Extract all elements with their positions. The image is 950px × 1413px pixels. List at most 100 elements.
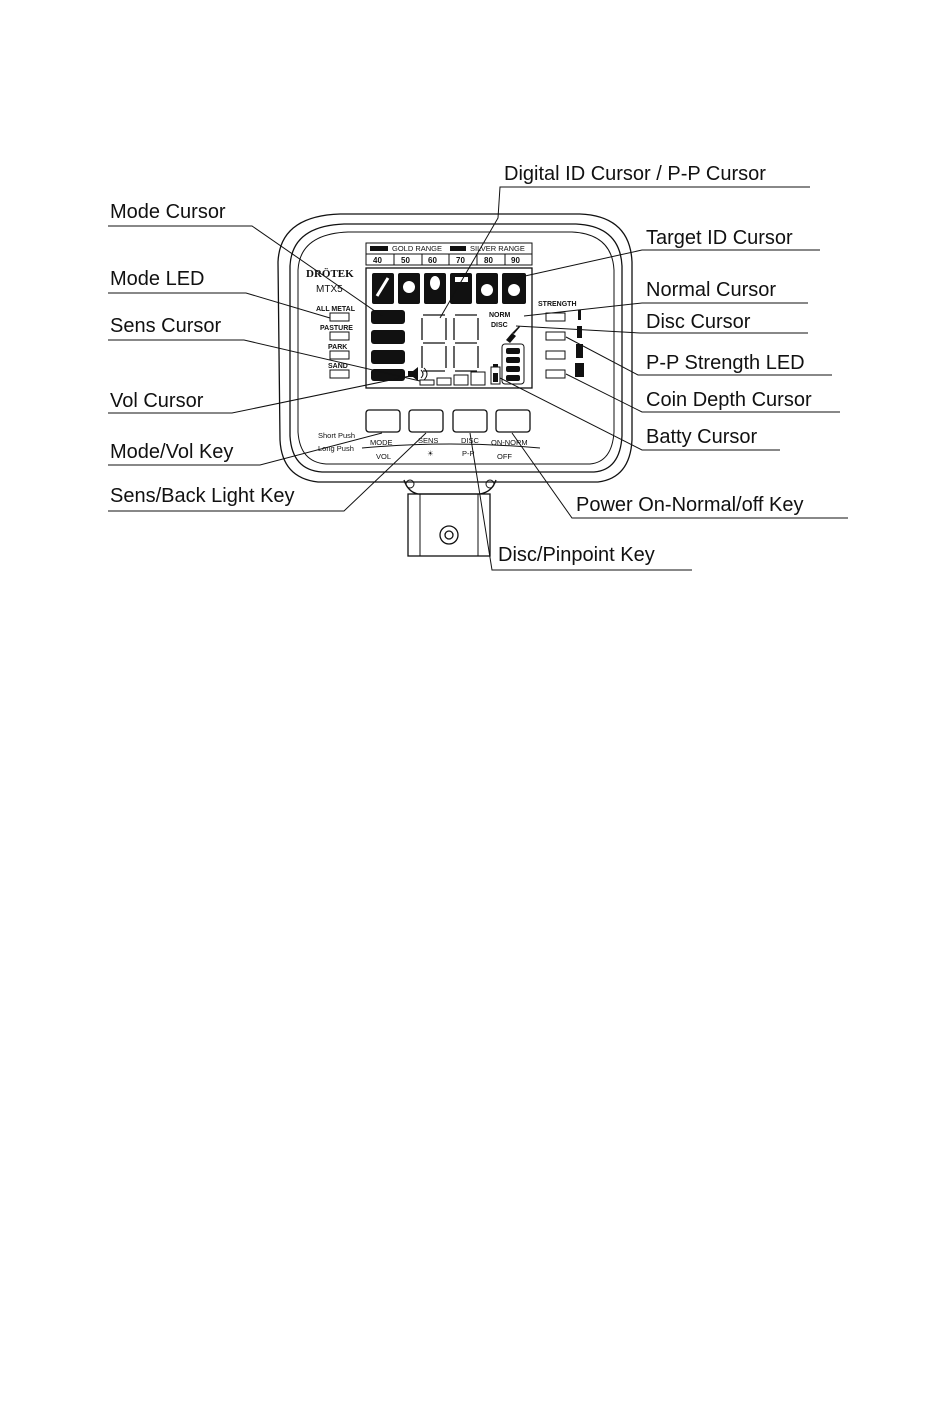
scale-60: 60 xyxy=(428,256,437,265)
label-disc-pinpoint-key: Disc/Pinpoint Key xyxy=(498,544,655,566)
leader-mode-vol-key xyxy=(108,432,383,466)
scale-40: 40 xyxy=(373,256,382,265)
label-disc-cursor: Disc Cursor xyxy=(646,311,751,333)
mode-sand-led xyxy=(329,369,350,379)
level-bar-4 xyxy=(470,371,486,386)
leader-pp-strength xyxy=(565,336,832,376)
coin-depth-seg-4 xyxy=(506,375,520,381)
ramp-seg xyxy=(578,310,581,320)
coin-depth-seg-2 xyxy=(506,357,520,363)
mode-pasture-label: PASTURE xyxy=(320,325,353,332)
leader-batty xyxy=(499,377,780,451)
silver-coin-icon xyxy=(508,284,520,296)
leader-vol-cursor xyxy=(108,375,411,414)
lcd-screen: NORM DISC xyxy=(365,267,533,389)
label-vol-cursor: Vol Cursor xyxy=(110,390,204,412)
strength-led-2 xyxy=(545,331,566,341)
ring-icon xyxy=(430,276,440,290)
keypad: Short Push Long Push MODE SENS DISC ON-N… xyxy=(318,409,541,461)
short-push-label: Short Push xyxy=(318,431,355,440)
sens-level-bars xyxy=(419,371,486,386)
leader-sens-cursor xyxy=(108,339,421,382)
mode-cursor-park xyxy=(371,350,405,364)
ramp-seg xyxy=(576,344,583,358)
battery-terminal xyxy=(493,364,498,367)
mode-park-label: PARK xyxy=(328,344,347,351)
lcd-frame xyxy=(365,267,533,389)
ramp-seg xyxy=(575,363,584,377)
label-batty-cursor: Batty Cursor xyxy=(646,426,757,448)
push-divider-curve xyxy=(361,443,541,449)
mount-screw-left xyxy=(405,479,415,489)
mode-pasture-led xyxy=(329,331,350,341)
scale-50: 50 xyxy=(401,256,410,265)
detector-control-box xyxy=(277,213,633,557)
mode-vol-key[interactable] xyxy=(365,409,401,433)
nail-icon xyxy=(375,277,390,297)
scale-90: 90 xyxy=(511,256,520,265)
leader-mode-cursor xyxy=(108,225,383,317)
coin-depth-meter xyxy=(501,343,525,385)
mode-key-label: MODE xyxy=(370,438,393,447)
disc-cursor-label: DISC xyxy=(491,322,508,329)
housing-outer xyxy=(277,213,633,483)
scale-ticks xyxy=(393,254,506,265)
label-mode-led: Mode LED xyxy=(110,268,205,290)
digit-right xyxy=(453,314,479,372)
mode-led-panel: ALL METAL PASTURE PARK SAND xyxy=(316,306,356,379)
speaker-icon xyxy=(408,367,418,381)
coin-depth-seg-1 xyxy=(506,348,520,354)
mode-cursor-icons xyxy=(371,310,428,381)
mode-park-led xyxy=(329,350,350,360)
foil-icon xyxy=(403,281,415,293)
leader-power-key xyxy=(511,432,848,519)
vol-key-label: VOL xyxy=(376,452,391,461)
strength-ramp xyxy=(575,310,584,377)
label-power-key: Power On-Normal/off Key xyxy=(576,494,804,516)
on-norm-key-label: ON-NORM xyxy=(491,438,528,447)
sens-key-label: SENS xyxy=(418,436,438,445)
silver-range-label: SILVER RANGE xyxy=(470,244,525,253)
label-sens-cursor: Sens Cursor xyxy=(110,315,221,337)
leader-disc-key xyxy=(469,432,692,571)
scale-80: 80 xyxy=(484,256,493,265)
power-key[interactable] xyxy=(495,409,531,433)
leader-lines xyxy=(108,186,848,571)
gold-range-label: GOLD RANGE xyxy=(392,244,442,253)
off-key-label: OFF xyxy=(497,452,512,461)
target-id-icons xyxy=(372,273,526,304)
mode-all-metal-led xyxy=(329,312,350,322)
shovel-icon xyxy=(506,326,520,343)
range-scale: GOLD RANGE SILVER RANGE 40 50 60 70 80 9… xyxy=(365,242,533,266)
sens-backlight-key[interactable] xyxy=(408,409,444,433)
brand-logo: DRÖTEK xyxy=(306,267,354,280)
coin-depth-seg-3 xyxy=(506,366,520,372)
disc-pinpoint-key[interactable] xyxy=(452,409,488,433)
leader-target-id xyxy=(515,249,820,279)
strength-led-1 xyxy=(545,312,566,322)
label-digital-id-cursor: Digital ID Cursor / P-P Cursor xyxy=(504,163,766,185)
speaker-waves-icon xyxy=(420,367,428,381)
handle-stem xyxy=(407,493,491,557)
ramp-seg xyxy=(577,326,582,338)
strength-label: STRENGTH xyxy=(538,301,577,308)
level-bar-3 xyxy=(453,374,469,386)
model-label: MTX5 xyxy=(316,284,343,295)
label-mode-cursor: Mode Cursor xyxy=(110,201,226,223)
scale-70: 70 xyxy=(456,256,465,265)
label-normal-cursor: Normal Cursor xyxy=(646,279,776,301)
gold-range-stripes xyxy=(370,246,388,251)
long-push-label: Long Push xyxy=(318,444,354,453)
leader-coin-depth xyxy=(565,373,840,413)
backlight-key-label: ☀ xyxy=(427,449,434,458)
leader-disc-cursor xyxy=(515,325,808,334)
label-coin-depth-cursor: Coin Depth Cursor xyxy=(646,389,812,411)
handle-bolt xyxy=(439,525,459,545)
digit-left xyxy=(421,314,447,372)
coin-depth-frame xyxy=(501,343,525,385)
handle-bolt-center xyxy=(444,530,454,540)
housing-face xyxy=(297,231,615,465)
level-bar-2 xyxy=(436,377,452,386)
housing-inner xyxy=(289,223,623,473)
